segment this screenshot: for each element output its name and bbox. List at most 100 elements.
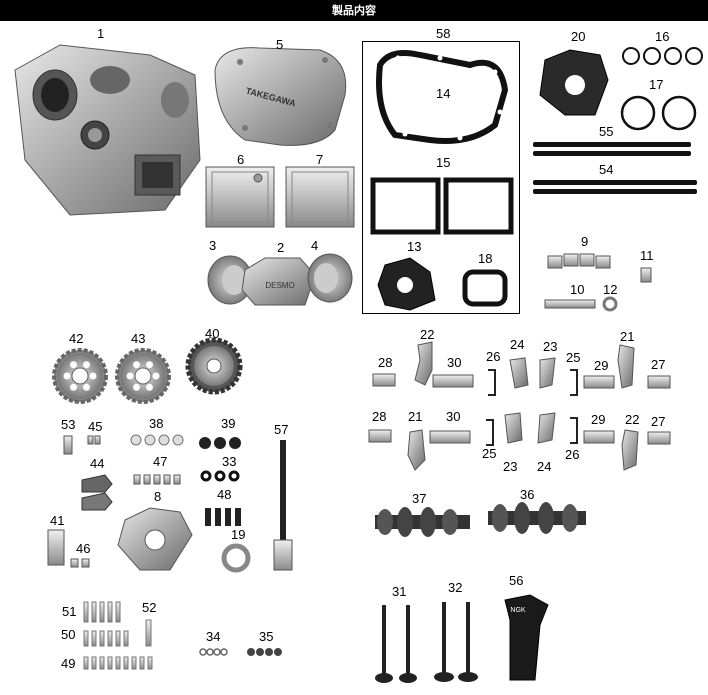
gear-40 [185,337,243,395]
part-number-22a: 22 [420,327,435,342]
part-number-19: 19 [231,527,246,542]
rocker-row-upper [372,341,671,396]
valves-32 [434,602,478,682]
plug-cap-56: NGK [504,594,549,681]
part-number-8: 8 [154,489,162,504]
plug-cap-brand-text: NGK [510,607,526,614]
pin-10 [544,299,596,309]
bolt-11 [640,267,652,283]
rings-33 [200,470,240,482]
bolt-52 [145,619,152,647]
pushrod-54a [533,180,697,185]
rocker-row-lower [368,412,671,471]
part-number-28a: 28 [378,355,393,370]
gasket-18 [462,269,508,307]
part-number-21b: 21 [408,409,423,424]
part-number-48: 48 [217,487,232,502]
part-number-39: 39 [221,416,236,431]
part-number-30b: 30 [446,409,461,424]
bracket-brand-text: DESMO [265,281,294,290]
part-number-12: 12 [603,282,618,297]
spacers-46 [70,558,90,568]
part-number-29b: 29 [591,412,606,427]
inspection-cover-7 [285,166,355,228]
gasket-set-frame [362,41,520,314]
caps-35 [247,648,282,656]
part-number-38: 38 [149,416,164,431]
caps-39 [199,437,241,449]
o-rings-17 [620,95,697,131]
part-number-20: 20 [571,29,586,44]
desmo-bracket: DESMO [241,257,316,306]
part-number-40: 40 [205,326,220,341]
part-number-57: 57 [274,422,289,437]
part-number-24a: 24 [510,337,525,352]
part-number-3: 3 [209,238,217,253]
part-number-34: 34 [206,629,221,644]
cylinder-head [14,44,201,216]
page-title: 製品内容 [332,4,376,17]
bolts-49 [83,656,153,670]
part-number-23a: 23 [543,339,558,354]
part-number-54: 54 [599,162,614,177]
gasket-15a [370,177,441,235]
screws-47 [133,474,181,485]
part-number-9: 9 [581,234,589,249]
nuts-9 [547,253,611,269]
bolt-53 [63,435,73,455]
part-number-41: 41 [50,513,65,528]
part-number-33: 33 [222,454,237,469]
part-number-56: 56 [509,573,524,588]
valves-31 [375,605,417,683]
bolts-51 [83,601,121,623]
part-number-27a: 27 [651,357,666,372]
part-number-24b: 24 [537,459,552,474]
part-number-51: 51 [62,604,77,619]
dowels-45 [87,435,101,445]
camshaft-37 [375,507,470,537]
part-number-7: 7 [316,152,324,167]
part-number-47: 47 [153,454,168,469]
washers-38 [130,434,184,446]
part-number-44: 44 [90,456,105,471]
part-number-46: 46 [76,541,91,556]
part-number-6: 6 [237,152,245,167]
part-number-15: 15 [436,155,451,170]
plate-44 [81,474,113,493]
gear-43 [115,348,171,404]
page-header: 製品内容 [0,0,708,21]
tool-57 [273,440,293,571]
part-number-28b: 28 [372,409,387,424]
part-number-49: 49 [61,656,76,671]
part-number-25a: 25 [566,350,581,365]
bolts-50 [83,630,129,647]
camshaft-36 [488,502,586,534]
part-number-2: 2 [277,240,285,255]
plug-cap-4 [307,253,353,303]
part-number-31: 31 [392,584,407,599]
part-number-37: 37 [412,491,427,506]
head-cover-gasket [376,50,509,144]
ring-19 [221,543,251,573]
inspection-cover-6 [205,166,275,228]
washer-12 [602,296,618,312]
part-number-55: 55 [599,124,614,139]
gasket-15b [443,177,514,235]
part-number-42: 42 [69,331,84,346]
part-number-36: 36 [520,487,535,502]
part-number-10: 10 [570,282,585,297]
part-number-4: 4 [311,238,319,253]
part-number-29a: 29 [594,358,609,373]
part-number-14: 14 [436,86,451,101]
pushrod-55a [533,142,691,147]
part-number-45: 45 [88,419,103,434]
gear-42 [52,348,108,404]
part-number-16: 16 [655,29,670,44]
part-number-1: 1 [97,26,105,41]
part-number-17: 17 [649,77,664,92]
part-number-18: 18 [478,251,493,266]
part-number-30a: 30 [447,355,462,370]
part-number-43: 43 [131,331,146,346]
part-number-23b: 23 [503,459,518,474]
